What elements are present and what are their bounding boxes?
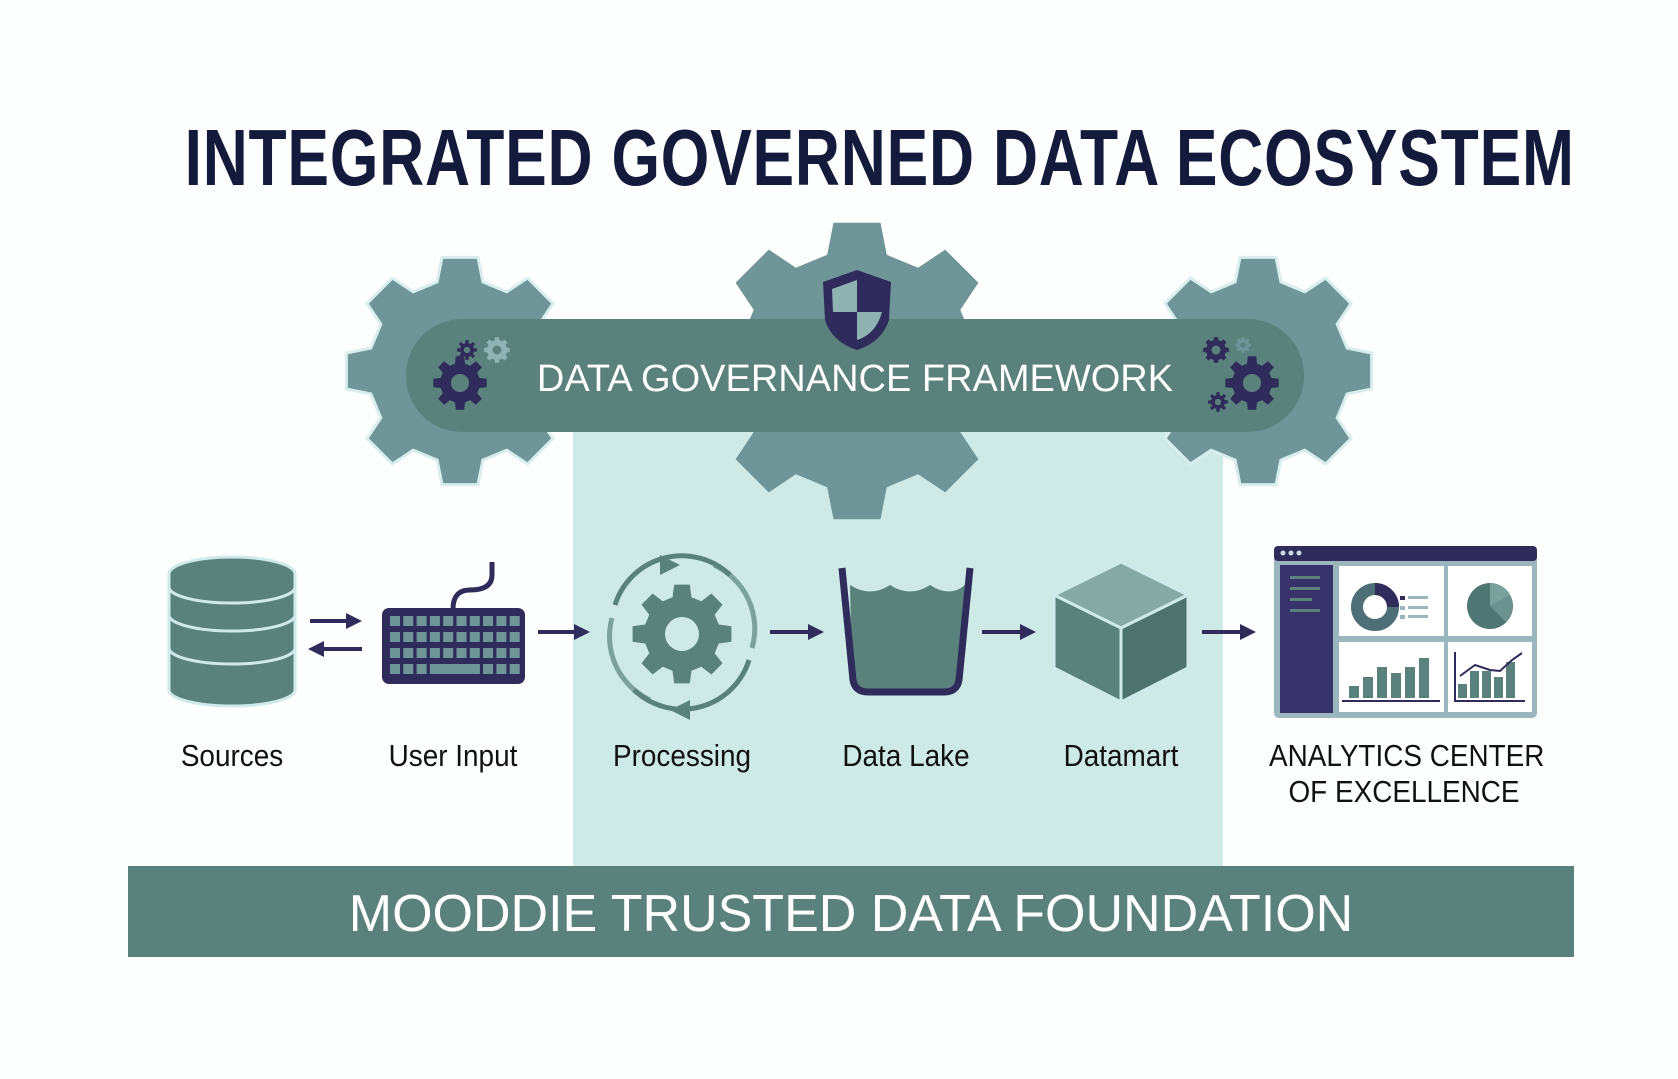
- lake-icon: [838, 567, 974, 696]
- analytics-coe-line2: OF EXCELLENCE: [1288, 774, 1520, 809]
- arrow-right-icon: [1202, 624, 1256, 640]
- arrow-right-icon: [770, 624, 824, 640]
- foundation-label: MOODDIE TRUSTED DATA FOUNDATION: [348, 885, 1354, 943]
- arrow-right-icon: [538, 624, 590, 640]
- analytics-coe-label: ANALYTICS CENTER OF EXCELLENCE: [1269, 738, 1545, 810]
- small-gear-icon: [1203, 337, 1229, 363]
- arrow-right-icon: [310, 613, 362, 629]
- small-gear-icon: [433, 356, 487, 410]
- small-gear-icon: [484, 337, 510, 363]
- governance-label: DATA GOVERNANCE FRAMEWORK: [536, 358, 1174, 400]
- page-title: INTEGRATED GOVERNED DATA ECOSYSTEM: [184, 113, 1575, 202]
- small-gear-icon: [1208, 392, 1228, 412]
- database-icon: [167, 555, 297, 708]
- processing-label: Processing: [612, 738, 752, 773]
- small-gear-icon: [1225, 356, 1279, 410]
- small-gear-icon: [457, 340, 477, 360]
- analytics-coe-line1: ANALYTICS CENTER: [1269, 738, 1545, 773]
- arrow-left-icon: [308, 641, 362, 657]
- flow-arrows: [308, 613, 1256, 657]
- keyboard-icon: [382, 562, 525, 684]
- arrow-right-icon: [982, 624, 1036, 640]
- user-input-label: User Input: [388, 738, 518, 773]
- dashboard-icon: [1274, 546, 1537, 718]
- shield-icon: [823, 270, 891, 350]
- cube-icon: [1050, 560, 1192, 705]
- gear-cycle-icon: [607, 553, 758, 720]
- sources-label: Sources: [180, 738, 284, 773]
- small-gears-icon: [433, 337, 1279, 412]
- foundation-banner: [128, 866, 1574, 957]
- datamart-label: Datamart: [1063, 738, 1179, 773]
- small-gear-icon: [1235, 337, 1251, 353]
- governance-bar: [406, 319, 1304, 432]
- data-lake-label: Data Lake: [842, 738, 970, 773]
